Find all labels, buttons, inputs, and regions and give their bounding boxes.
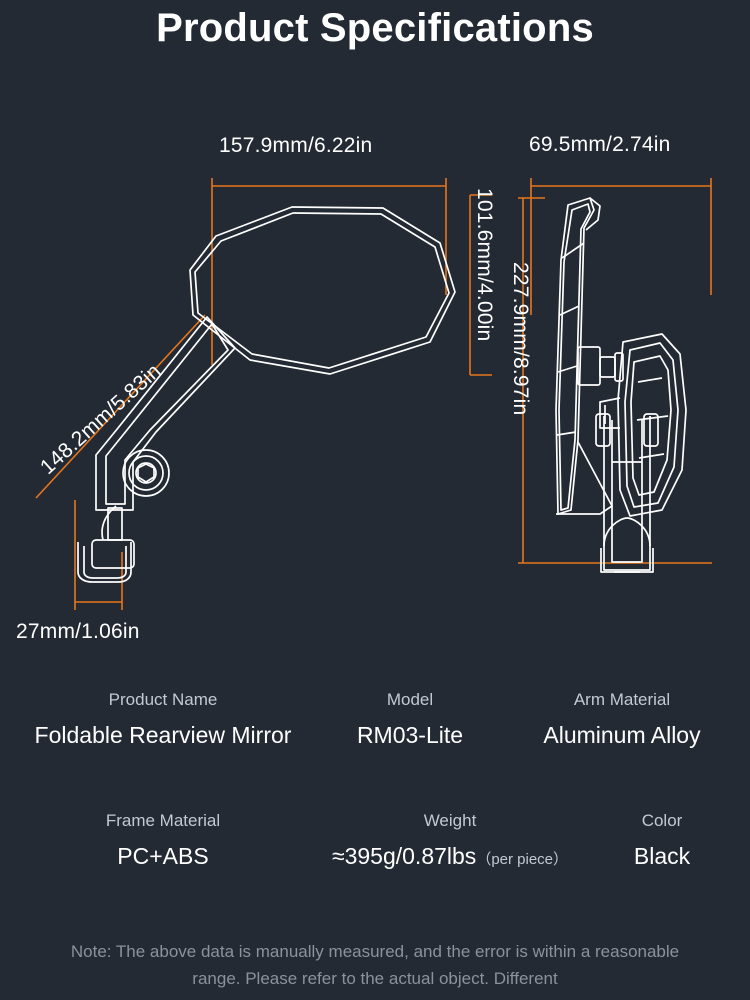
page-title: Product Specifications (156, 6, 594, 50)
spec-value: Black (633, 843, 691, 869)
dimension-lines-front (35, 178, 492, 610)
technical-drawing (0, 110, 750, 670)
spec-value: Aluminum Alloy (543, 722, 701, 748)
spec-value: PC+ABS (117, 843, 209, 869)
spec-cell-arm-material: Arm Material Aluminum Alloy (501, 690, 743, 749)
footer-note: Note: The above data is manually measure… (70, 942, 680, 988)
spec-value: ≈395g/0.87lbs（per piece） (332, 843, 568, 870)
spec-value-main: ≈395g/0.87lbs (331, 843, 477, 869)
spec-cell-color: Color Black (581, 811, 743, 870)
spec-label: Frame Material (105, 811, 221, 830)
specification-table: Product Name Foldable Rearview Mirror Mo… (0, 690, 750, 870)
side-pivot-neck (577, 346, 624, 386)
clamp-base-front (77, 542, 132, 583)
spec-value: RM03-Lite (356, 722, 464, 748)
mirror-arm-outline (91, 316, 236, 569)
spec-row-1: Product Name Foldable Rearview Mirror Mo… (0, 690, 750, 749)
spec-value-suffix: （per piece） (476, 851, 569, 868)
spec-label: Weight (423, 811, 477, 830)
dimension-label-depth: 69.5mm/2.74in (529, 133, 671, 156)
spec-label: Product Name (108, 690, 218, 709)
spec-label: Model (386, 690, 434, 709)
spec-value: Foldable Rearview Mirror (34, 722, 292, 748)
spec-row-2: Frame Material PC+ABS Weight ≈395g/0.87l… (0, 811, 750, 870)
spec-label: Color (641, 811, 683, 830)
spec-cell-weight: Weight ≈395g/0.87lbs（per piece） (319, 811, 581, 870)
spec-label: Arm Material (573, 690, 671, 709)
dimension-lines-side (518, 178, 712, 564)
spec-cell-model: Model RM03-Lite (319, 690, 501, 749)
side-mirror-panel (555, 197, 613, 515)
dimension-label-mirror-height: 101.6mm/4.00in (473, 188, 496, 342)
dimension-label-total-height: 227.9mm/8.97in (509, 262, 532, 416)
spec-cell-product-name: Product Name Foldable Rearview Mirror (7, 690, 319, 749)
spec-cell-frame-material: Frame Material PC+ABS (7, 811, 319, 870)
mirror-head-outline (189, 206, 456, 375)
dimension-label-width: 157.9mm/6.22in (219, 134, 373, 157)
side-clamp-base (595, 413, 659, 573)
side-arm-body (599, 333, 687, 517)
dimension-label-clamp-width: 27mm/1.06in (16, 620, 140, 643)
